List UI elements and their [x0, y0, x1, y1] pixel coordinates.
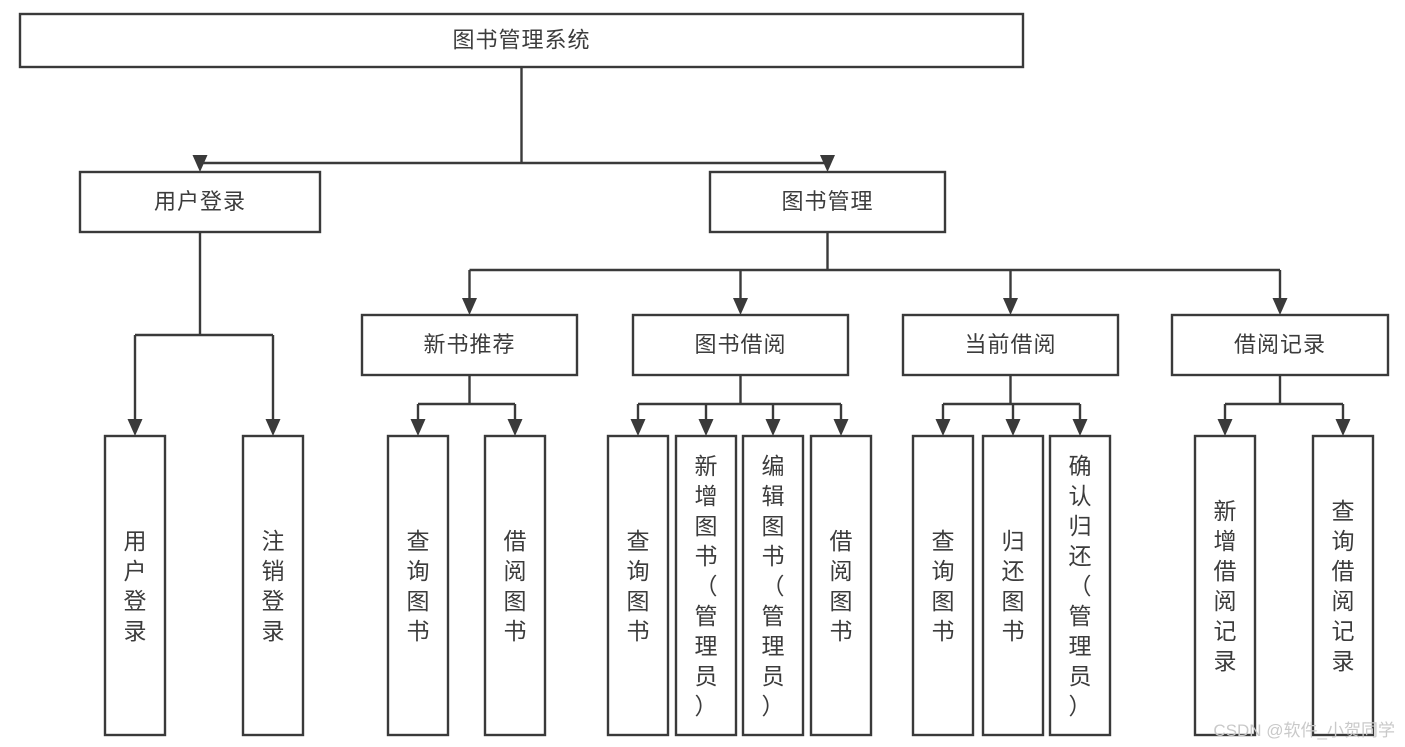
node-box	[1170, 313, 1390, 377]
node-label: 查询图书	[932, 528, 955, 644]
node-编辑图书管理员[interactable]: 编辑图书（管理员）	[741, 434, 805, 737]
node-当前借阅[interactable]: 当前借阅	[901, 313, 1120, 377]
connector-layer	[127, 67, 1351, 436]
node-box	[901, 313, 1120, 377]
node-box	[1048, 434, 1112, 737]
arrow-head	[192, 155, 208, 172]
arrow-head	[698, 419, 714, 436]
node-box	[241, 434, 305, 737]
node-label: 借阅图书	[830, 528, 853, 644]
node-box	[1311, 434, 1375, 737]
node-查询图书[interactable]: 查询图书	[911, 434, 975, 737]
node-归还图书[interactable]: 归还图书	[981, 434, 1045, 737]
node-查询借阅记录[interactable]: 查询借阅记录	[1311, 434, 1375, 737]
arrow-head	[1272, 298, 1288, 315]
node-查询图书[interactable]: 查询图书	[606, 434, 670, 737]
node-box	[708, 170, 947, 234]
node-label: 查询借阅记录	[1332, 498, 1355, 674]
node-box	[631, 313, 850, 377]
node-用户登录[interactable]: 用户登录	[78, 170, 322, 234]
node-label: 用户登录	[154, 189, 246, 214]
node-label: 确认归还（管理员）	[1069, 453, 1092, 719]
node-label: 用户登录	[124, 528, 147, 644]
node-label: 新增图书（管理员）	[695, 453, 718, 719]
node-用户登录[interactable]: 用户登录	[103, 434, 167, 737]
arrow-head	[127, 419, 143, 436]
arrow-head	[630, 419, 646, 436]
arrow-head	[265, 419, 281, 436]
node-借阅记录[interactable]: 借阅记录	[1170, 313, 1390, 377]
node-label: 注销登录	[262, 528, 285, 644]
node-box	[911, 434, 975, 737]
node-box	[386, 434, 450, 737]
node-box	[741, 434, 805, 737]
arrow-head	[820, 155, 835, 172]
arrow-head	[935, 419, 951, 436]
node-label: 图书借阅	[694, 332, 786, 357]
node-label: 当前借阅	[964, 332, 1056, 357]
node-label: 图书管理系统	[452, 27, 590, 52]
arrow-head	[1335, 419, 1351, 436]
node-box	[981, 434, 1045, 737]
node-box	[103, 434, 167, 737]
node-box	[674, 434, 738, 737]
node-layer: 图书管理系统用户登录用户登录注销登录图书管理新书推荐查询图书借阅图书图书借阅查询…	[18, 12, 1390, 737]
node-box	[483, 434, 547, 737]
node-新增借阅记录[interactable]: 新增借阅记录	[1193, 434, 1257, 737]
arrow-head	[507, 419, 523, 436]
node-新增图书管理员[interactable]: 新增图书（管理员）	[674, 434, 738, 737]
node-图书管理[interactable]: 图书管理	[708, 170, 947, 234]
arrow-head	[765, 419, 781, 436]
node-确认归还管理员[interactable]: 确认归还（管理员）	[1048, 434, 1112, 737]
arrow-head	[1217, 419, 1233, 436]
node-label: 查询图书	[407, 528, 430, 644]
node-label: 查询图书	[627, 528, 650, 644]
node-注销登录[interactable]: 注销登录	[241, 434, 305, 737]
node-借阅图书[interactable]: 借阅图书	[809, 434, 873, 737]
node-查询图书[interactable]: 查询图书	[386, 434, 450, 737]
node-label: 归还图书	[1002, 528, 1025, 644]
node-图书管理系统[interactable]: 图书管理系统	[18, 12, 1025, 69]
arrow-head	[833, 419, 849, 436]
arrow-head	[410, 419, 426, 436]
node-label: 新增借阅记录	[1214, 498, 1237, 674]
arrow-head	[462, 298, 477, 315]
node-借阅图书[interactable]: 借阅图书	[483, 434, 547, 737]
arrow-head	[1003, 298, 1018, 315]
node-label: 新书推荐	[423, 332, 515, 357]
arrow-head	[1072, 419, 1088, 436]
node-label: 编辑图书（管理员）	[762, 453, 785, 719]
node-box	[1193, 434, 1257, 737]
node-box	[809, 434, 873, 737]
node-box	[18, 12, 1025, 69]
node-box	[606, 434, 670, 737]
node-label: 借阅图书	[504, 528, 527, 644]
node-box	[78, 170, 322, 234]
node-新书推荐[interactable]: 新书推荐	[360, 313, 579, 377]
node-label: 借阅记录	[1234, 332, 1326, 357]
node-图书借阅[interactable]: 图书借阅	[631, 313, 850, 377]
node-label: 图书管理	[781, 189, 873, 214]
arrow-head	[733, 298, 748, 315]
node-box	[360, 313, 579, 377]
arrow-head	[1005, 419, 1021, 436]
